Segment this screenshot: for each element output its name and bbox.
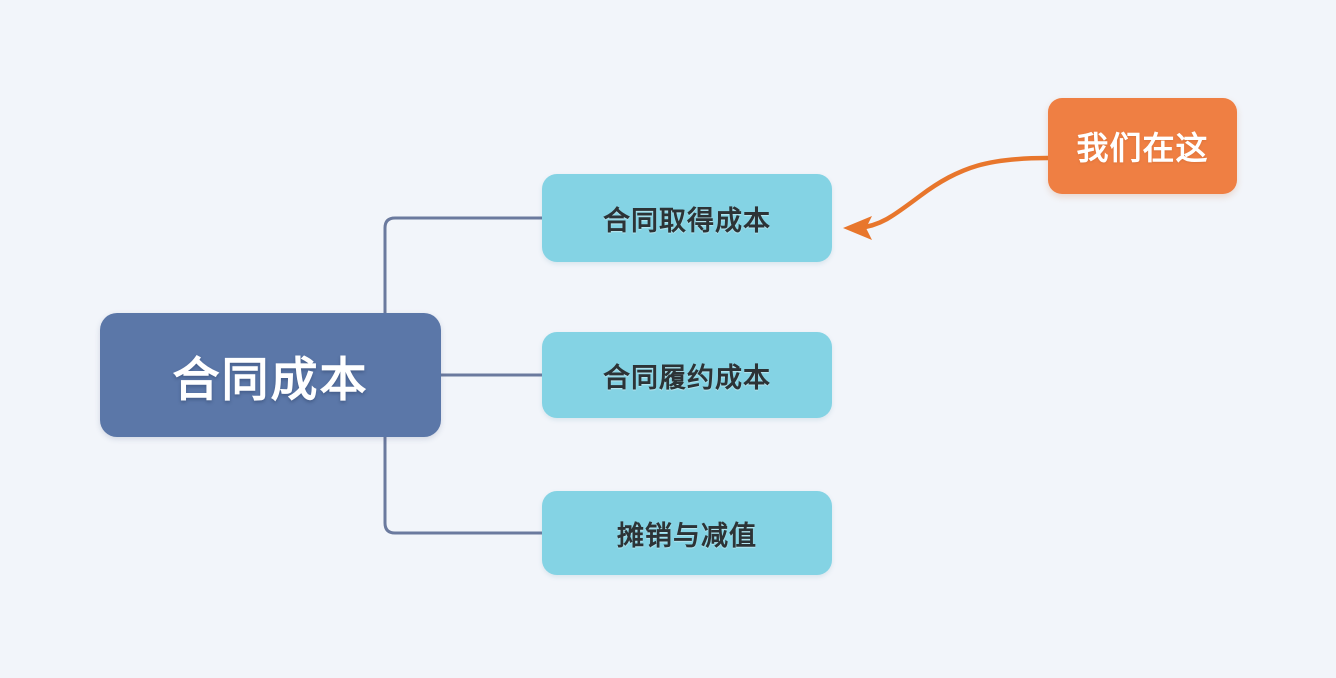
callout-arrow-head — [843, 216, 872, 240]
mindmap-child-node-1[interactable]: 合同取得成本 — [542, 174, 832, 262]
child-node-3-label: 摊销与减值 — [617, 520, 757, 551]
you-are-here-badge-label: 我们在这 — [1076, 130, 1209, 166]
child-node-1-label: 合同取得成本 — [603, 205, 771, 236]
mindmap-root-node[interactable]: 合同成本 — [100, 313, 441, 437]
mindmap-child-node-2[interactable]: 合同履约成本 — [542, 332, 832, 418]
callout-arrow — [843, 155, 1051, 240]
you-are-here-badge[interactable]: 我们在这 — [1048, 98, 1237, 194]
child-node-2-label: 合同履约成本 — [603, 362, 771, 393]
callout-arrow-curve — [855, 155, 1051, 231]
mindmap-child-node-3[interactable]: 摊销与减值 — [542, 491, 832, 575]
root-node-label: 合同成本 — [172, 352, 369, 406]
